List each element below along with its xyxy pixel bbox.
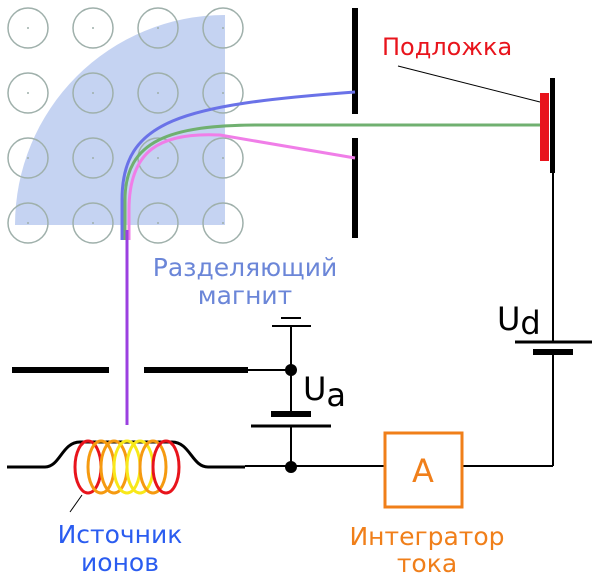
magnet-field-region [15, 15, 225, 225]
coil-turn [151, 439, 181, 495]
ion-beam-pink [127, 133, 356, 240]
substrate [540, 93, 549, 161]
field-symbol-dot [222, 92, 224, 94]
field-symbol-dot [27, 222, 29, 224]
slit-plate-bottom [352, 138, 358, 238]
field-symbol-circle [202, 137, 244, 179]
field-symbol-dot [222, 157, 224, 159]
ion-beam-blue [120, 90, 356, 240]
field-symbol-circle [202, 72, 244, 114]
field-symbol-dot [157, 157, 159, 159]
source-label-line2: ионов [81, 548, 159, 577]
extraction-electrode-left [12, 367, 109, 373]
field-symbol-circle [137, 72, 179, 114]
field-symbol-circle [72, 7, 114, 49]
ud-label: Ud [497, 300, 541, 342]
field-symbol-dot [27, 27, 29, 29]
ud-circuit [245, 172, 592, 467]
field-symbol-dot [92, 157, 94, 159]
field-symbol-dot [27, 92, 29, 94]
substrate-pointer-line [397, 65, 541, 103]
field-symbol-circle [137, 7, 179, 49]
junction-dot-bottom [285, 461, 297, 473]
junction-dot-top [285, 364, 297, 376]
field-symbol-circle [202, 7, 244, 49]
field-symbol-circle [72, 202, 114, 244]
ua-label: Ua [303, 370, 346, 414]
field-symbol-dot [92, 92, 94, 94]
extraction-electrode-right [144, 367, 248, 373]
coil-turn [138, 439, 168, 495]
source-label-line1: Источник [58, 520, 183, 549]
integrator-label-line1: Интегратор [349, 522, 504, 551]
field-symbol-dot [157, 92, 159, 94]
field-symbol-circle [202, 202, 244, 244]
ion-beam-green [123, 123, 541, 240]
integrator-label-line2: тока [397, 549, 457, 578]
ammeter-symbol: A [412, 452, 434, 490]
field-symbol-circle [7, 72, 49, 114]
field-symbol-dot [92, 27, 94, 29]
source-pointer-line [69, 494, 83, 513]
substrate-holder [550, 78, 555, 173]
field-symbol-dot [222, 222, 224, 224]
field-symbol-circle [72, 137, 114, 179]
ion-source-coil [73, 439, 181, 495]
field-symbol-dot [27, 157, 29, 159]
slit-plate-top [352, 8, 358, 114]
magnet-label-line2: магнит [198, 281, 292, 310]
field-symbol-circle [7, 137, 49, 179]
field-symbol-dot [92, 222, 94, 224]
field-symbol-dot [222, 27, 224, 29]
current-integrator-ammeter [383, 431, 464, 509]
ua-circuit [248, 317, 331, 466]
field-symbol-circle [7, 7, 49, 49]
field-symbol-circle [137, 202, 179, 244]
substrate-label: Подложка [382, 33, 512, 61]
field-symbol-circle [72, 72, 114, 114]
field-symbol-dot [157, 27, 159, 29]
field-symbol-circle [7, 202, 49, 244]
field-symbol-dot [157, 222, 159, 224]
magnet-label-line1: Разделяющий [153, 253, 337, 282]
